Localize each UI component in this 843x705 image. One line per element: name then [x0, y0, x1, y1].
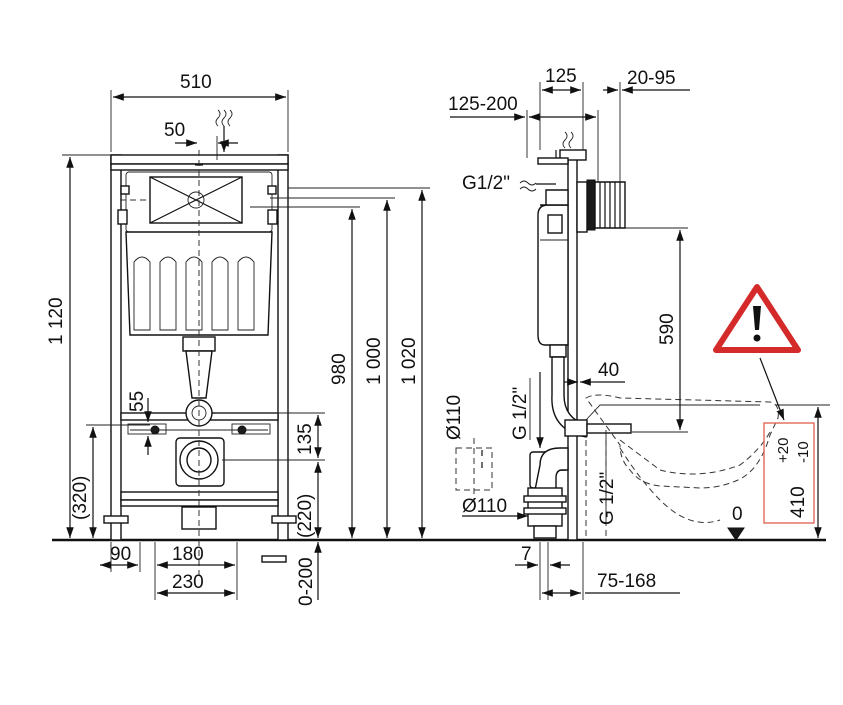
dim-0-200: 0-200 [296, 557, 317, 606]
dim-180: 180 [172, 544, 204, 565]
label-phi110-lower: Ø110 [462, 496, 507, 517]
warning-triangle-icon [713, 284, 801, 353]
dim-320: (320) [70, 476, 91, 520]
dim-1000: 1 000 [364, 337, 385, 385]
dim-75-168: 75-168 [597, 571, 656, 592]
dim-510: 510 [180, 72, 212, 93]
label-zero-level: 0 [732, 504, 743, 525]
dim-55: 55 [127, 391, 148, 412]
front-dimensions: 510 50 1 120 980 1 000 1 020 55 135 (220… [46, 72, 430, 606]
dim-125-200: 125-200 [448, 94, 518, 115]
label-g12-top: G1/2" [462, 173, 510, 194]
dim-410: 410 [788, 486, 809, 518]
front-view [103, 109, 297, 575]
dim-135: 135 [295, 423, 316, 455]
side-view [455, 131, 779, 541]
dim-20-95: 20-95 [627, 68, 676, 89]
dim-220: (220) [295, 494, 316, 538]
label-g12-right: G 1/2" [597, 472, 618, 525]
dim-1020: 1 020 [399, 337, 420, 385]
dim-7: 7 [521, 544, 532, 565]
dim-90: 90 [110, 544, 131, 565]
tol-plus: +20 [775, 438, 792, 463]
dim-40: 40 [598, 360, 619, 381]
dim-50: 50 [164, 120, 185, 141]
tol-minus: -10 [795, 441, 812, 463]
tolerance-box [763, 422, 815, 524]
water-supply-icon [215, 109, 233, 152]
side-dimensions: 125 20-95 125-200 G1/2" 590 40 Ø110 G 1/… [444, 66, 830, 600]
dim-125: 125 [545, 66, 577, 87]
dim-1120: 1 120 [46, 297, 67, 345]
dim-590: 590 [657, 313, 678, 345]
dim-980: 980 [329, 353, 350, 385]
label-phi110-upper: Ø110 [444, 395, 465, 440]
label-g12-left: G 1/2" [510, 387, 531, 440]
dim-230: 230 [172, 572, 204, 593]
